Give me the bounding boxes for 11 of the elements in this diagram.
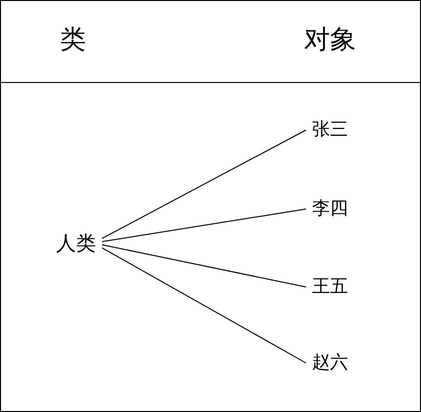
column-header: 对象 [304,27,356,53]
object-label: 王五 [312,278,348,296]
object-label: 李四 [312,200,348,218]
connector-line [102,130,306,239]
connector-line [102,244,306,288]
connector-line [102,208,306,242]
column-header: 类 [60,27,86,53]
object-label: 赵六 [312,354,348,372]
connector-line [102,247,306,364]
object-label: 张三 [312,121,348,139]
class-label: 人类 [56,233,96,253]
